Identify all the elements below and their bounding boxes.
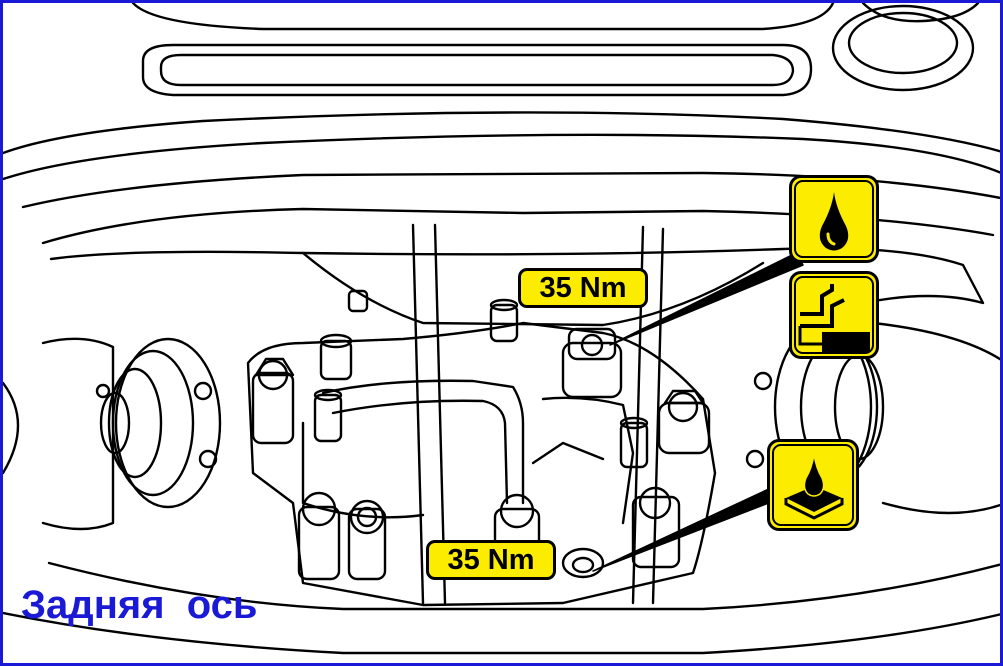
bolt-bottom-left-1	[297, 491, 341, 581]
bolt-post-left	[313, 388, 343, 443]
subframe	[49, 247, 985, 305]
bolt-right-top	[657, 389, 711, 455]
torque-label-lower: 35 Nm	[426, 540, 556, 580]
bolt-post-mid	[489, 298, 519, 343]
body-slot	[141, 43, 813, 97]
round-plug	[831, 4, 975, 92]
caption-rear-axle: Задняя ось	[21, 583, 258, 627]
filler-plug-level-icon	[789, 271, 879, 359]
torque-label-upper: 35 Nm	[518, 268, 648, 308]
drain-plug	[561, 547, 605, 579]
oil-drop-icon	[789, 175, 879, 263]
sealant-drop-icon	[767, 439, 859, 531]
bolt-left-top	[251, 357, 295, 445]
bolt-post-small	[347, 289, 369, 313]
bolt-bottom-left-2	[347, 499, 387, 581]
filler-plug-bolt	[561, 327, 623, 399]
leader-lower	[592, 486, 780, 572]
bolt-right-post	[619, 416, 649, 469]
left-drive-flange	[3, 337, 222, 531]
bolt-center-left	[319, 333, 353, 381]
floor-line-1	[3, 111, 1000, 155]
body-panel	[131, 3, 835, 31]
rear-axle-drawing	[3, 3, 1000, 655]
